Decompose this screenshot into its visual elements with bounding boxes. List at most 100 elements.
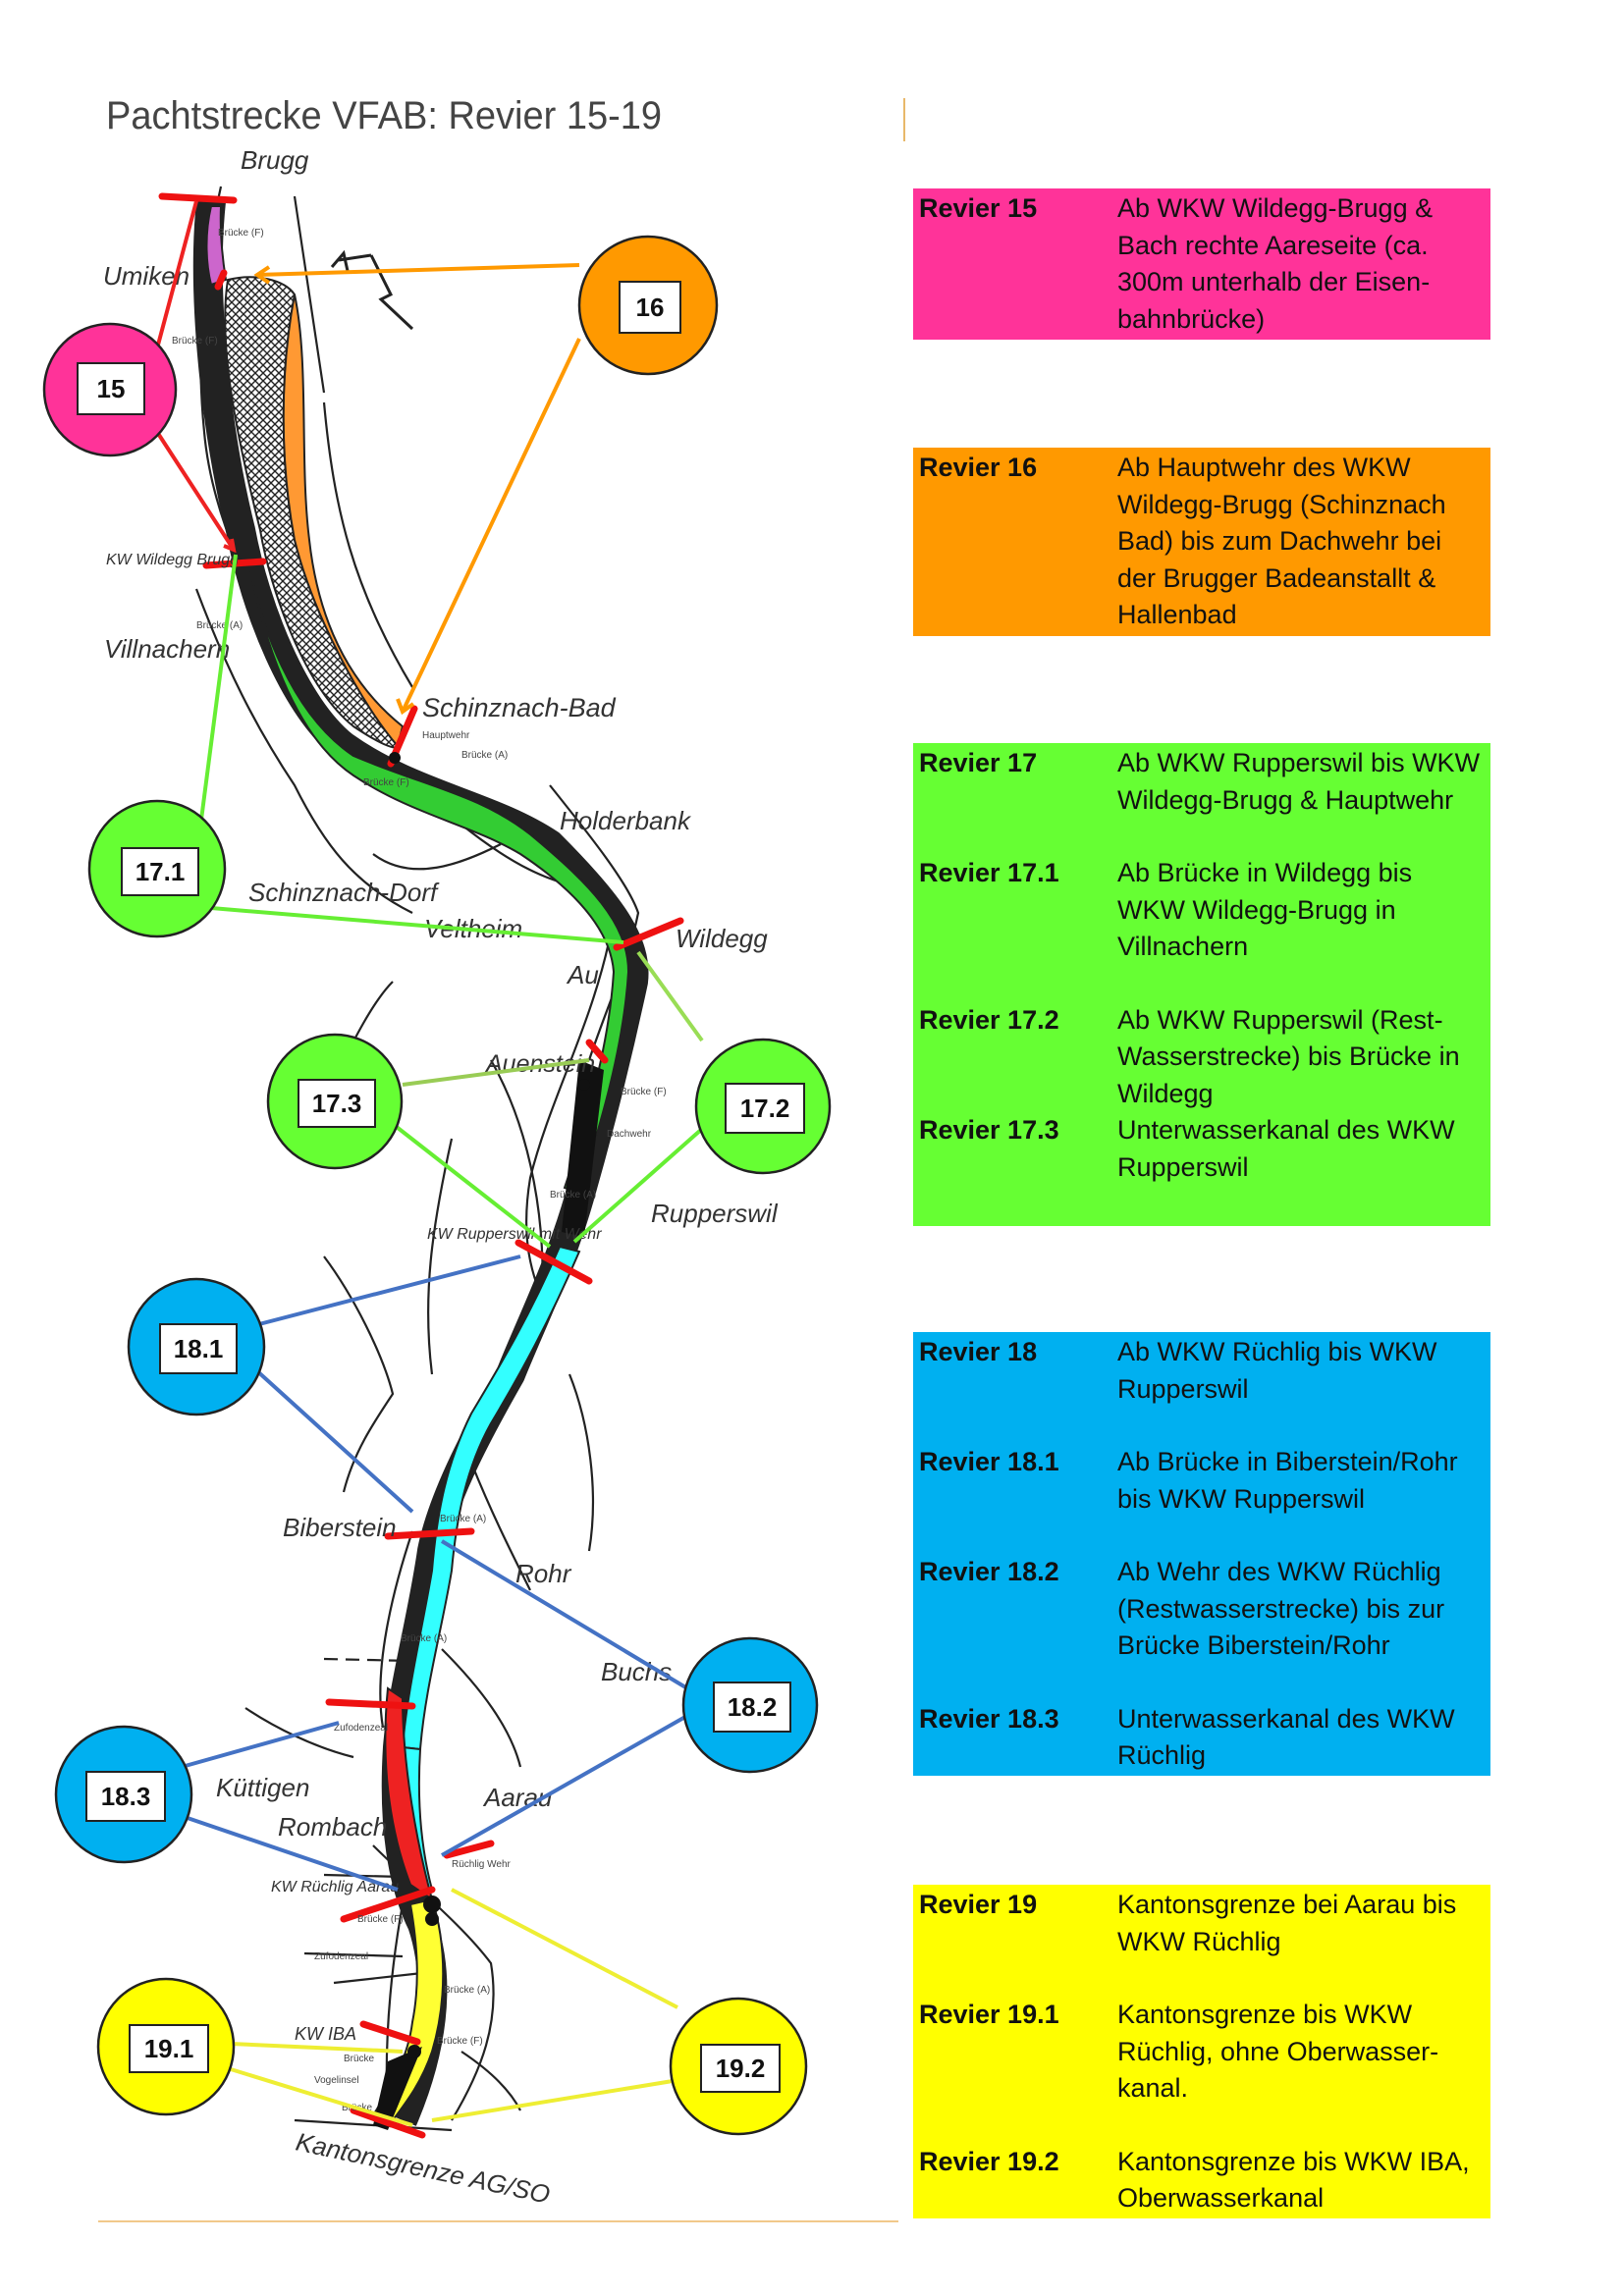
legend-value: Ab WKW Rüchlig bis WKW Rupperswil: [1117, 1337, 1437, 1404]
place-rohr: Rohr: [515, 1559, 572, 1588]
legend-row: Revier 19.1 Kantonsgrenze bis WKW Rüchlig…: [913, 1997, 1490, 2108]
legend-key: Revier 17: [919, 748, 1038, 777]
place-wildegg: Wildegg: [676, 924, 768, 953]
circle-label-16: 16: [619, 281, 681, 334]
label-zufodenzeal-2: Zufodenzeal: [314, 1951, 368, 1962]
connector-lines: [155, 200, 704, 2127]
place-kuettigen: Küttigen: [216, 1773, 309, 1802]
place-kw-rupperswil: KW Rupperswil mit Wehr: [427, 1226, 602, 1243]
label-bruecke-a-5: Brücke (A): [444, 1985, 490, 1996]
legend-key: Revier 18.3: [919, 1703, 1059, 1734]
circle-label-17-2: 17.2: [725, 1083, 805, 1134]
label-bruecke-a-4: Brücke (A): [401, 1633, 447, 1644]
node-markers: [389, 752, 590, 2058]
place-rombach: Rombach: [278, 1812, 387, 1842]
legend-value: Ab WKW Rupperswil (Rest-Wasserstrecke) b…: [1117, 1004, 1460, 1108]
label-ruechlig-wehr: Rüchlig Wehr: [452, 1859, 512, 1870]
label-bruecke-f-5: Brücke (F): [172, 336, 218, 347]
circle-label-17-3: 17.3: [298, 1079, 376, 1128]
legend-row: Revier 16 Ab Hauptwehr des WKW Wildegg-Br…: [913, 450, 1490, 634]
legend-row: Revier 15 Ab WKW Wildegg-Brugg & Bach rec…: [913, 190, 1490, 338]
legend-value: Ab WKW Rupperswil bis WKW Wildegg-Brugg …: [1117, 748, 1481, 815]
circle-label-18-2: 18.2: [713, 1682, 791, 1733]
revier-circles: [42, 235, 832, 2136]
circle-label-18-3: 18.3: [85, 1771, 166, 1822]
circle-label-15: 15: [77, 362, 145, 415]
legend-key: Revier 17.1: [919, 858, 1059, 887]
north-arrow-icon: [330, 249, 414, 331]
label-bruecke-a-1: Brücke (A): [461, 750, 508, 761]
label-dachwehr: Dachwehr: [607, 1129, 652, 1140]
legend-value: Unterwasserkanal des WKW Rüchlig: [1117, 1703, 1455, 1771]
place-kw-ruechlig: KW Rüchlig Aarau: [271, 1879, 399, 1896]
legend-value: Ab WKW Wildegg-Brugg & Bach rechte Aares…: [1117, 193, 1434, 334]
place-villnachern: Villnachern: [104, 634, 230, 664]
label-hauptwehr: Hauptwehr: [422, 730, 470, 741]
legend-row: Revier 17.3 Unterwasserkanal des WKW Rupp…: [913, 1112, 1490, 1186]
legend-value: Kantonsgrenze bis WKW IBA, Oberwasserkan…: [1117, 2146, 1470, 2214]
legend-value: Ab Wehr des WKW Rüchlig (Restwasserstrec…: [1117, 1557, 1445, 1660]
revier17-channel: [562, 1060, 604, 1237]
boundary-markers: [158, 192, 684, 2139]
label-bruecke-f-2: Brücke (F): [621, 1087, 667, 1097]
label-zufodenzeal-1: Zufodenzeal: [334, 1723, 388, 1734]
top-divider: [903, 98, 905, 141]
place-schinznach-dorf: Schinznach-Dorf: [248, 878, 440, 907]
legend-row: Revier 18 Ab WKW Rüchlig bis WKW Ruppersw…: [913, 1334, 1490, 1408]
label-bruecke-a-3: Brücke (A): [440, 1514, 486, 1524]
legend-box-revier18: Revier 18 Ab WKW Rüchlig bis WKW Ruppersw…: [913, 1332, 1490, 1776]
legend-row: Revier 18.3 Unterwasserkanal des WKW Rüch…: [913, 1701, 1490, 1775]
legend-key: Revier 17.3: [919, 1115, 1059, 1145]
bottom-divider: [98, 2220, 898, 2222]
revier19-channel: [373, 2047, 422, 2130]
label-bruecke-f-3: Brücke (F): [437, 2036, 483, 2047]
label-bruecke-a-6: Brücke (A): [196, 620, 243, 631]
legend-key: Revier 19.2: [919, 2146, 1059, 2176]
label-bruecke-a-2: Brücke (A): [550, 1190, 596, 1201]
small-labels: Brücke (A) Brücke (F) Dachwehr Hauptwehr…: [172, 228, 667, 2113]
label-bruecke-1: Brücke: [344, 2054, 375, 2064]
place-kw-iba: KW IBA: [295, 2024, 356, 2044]
circle-label-19-2: 19.1: [129, 2024, 209, 2073]
circle-label-19-1: 19.2: [700, 2044, 781, 2093]
legend-value: Ab Hauptwehr des WKW Wildegg-Brugg (Schi…: [1117, 453, 1446, 629]
place-schinznach-bad: Schinznach-Bad: [422, 693, 617, 722]
legend-row: Revier 17 Ab WKW Rupperswil bis WKW Wilde…: [913, 745, 1490, 819]
legend-key: Revier 18: [919, 1337, 1038, 1366]
legend-row: Revier 17.2 Ab WKW Rupperswil (Rest-Wasse…: [913, 1002, 1490, 1113]
place-au: Au: [566, 960, 599, 989]
place-kantonsgrenze: Kantonsgrenze AG/SO: [294, 2127, 553, 2210]
legend-value: Kantonsgrenze bei Aarau bis WKW Rüchlig: [1117, 1890, 1457, 1956]
label-bruecke-f-4: Brücke (F): [357, 1914, 404, 1925]
legend-value: Ab Brücke in Wildegg bis WKW Wildegg-Bru…: [1117, 858, 1413, 961]
circle-label-18-1: 18.1: [159, 1323, 238, 1374]
legend-value: Unterwasserkanal des WKW Rupperswil: [1117, 1115, 1455, 1182]
circle-label-17-1: 17.1: [121, 847, 199, 896]
place-rupperswil: Rupperswil: [651, 1199, 779, 1228]
legend-row: Revier 18.2 Ab Wehr des WKW Rüchlig (Rest…: [913, 1554, 1490, 1665]
legend-box-revier19: Revier 19 Kantonsgrenze bei Aarau bis WKW…: [913, 1885, 1490, 2218]
legend-key: Revier 15: [919, 193, 1038, 223]
legend-value: Kantonsgrenze bis WKW Rüchlig, ohne Ober…: [1117, 2000, 1439, 2103]
legend-box-revier17: Revier 17 Ab WKW Rupperswil bis WKW Wilde…: [913, 743, 1490, 1226]
place-brugg: Brugg: [241, 145, 309, 175]
place-biberstein: Biberstein: [283, 1513, 397, 1542]
legend-key: Revier 17.2: [919, 1004, 1059, 1035]
legend-key: Revier 18.2: [919, 1557, 1059, 1586]
legend-key: Revier 16: [919, 453, 1038, 482]
legend-box-revier16: Revier 16 Ab Hauptwehr des WKW Wildegg-Br…: [913, 448, 1490, 636]
label-bruecke-f-6: Brücke (F): [218, 228, 264, 239]
legend-value: Ab Brücke in Biberstein/Rohr bis WKW Rup…: [1117, 1447, 1458, 1514]
place-kw-wildegg-brugg: KW Wildegg Brugg: [106, 552, 239, 568]
legend-row: Revier 17.1 Ab Brücke in Wildegg bis WKW …: [913, 855, 1490, 966]
legend-row: Revier 19.2 Kantonsgrenze bis WKW IBA, Ob…: [913, 2144, 1490, 2217]
place-vogelinsel: Vogelinsel: [314, 2075, 359, 2086]
legend-key: Revier 19: [919, 1890, 1038, 1919]
legend-key: Revier 18.1: [919, 1447, 1059, 1476]
place-holderbank: Holderbank: [560, 806, 692, 835]
legend-key: Revier 19.1: [919, 2000, 1059, 2029]
legend-row: Revier 18.1 Ab Brücke in Biberstein/Rohr …: [913, 1444, 1490, 1518]
page-title: Pachtstrecke VFAB: Revier 15-19: [106, 94, 663, 137]
legend-row: Revier 19 Kantonsgrenze bei Aarau bis WKW…: [913, 1887, 1490, 1960]
place-labels: Brugg Umiken KW Wildegg Brugg Villnacher…: [103, 145, 779, 2210]
